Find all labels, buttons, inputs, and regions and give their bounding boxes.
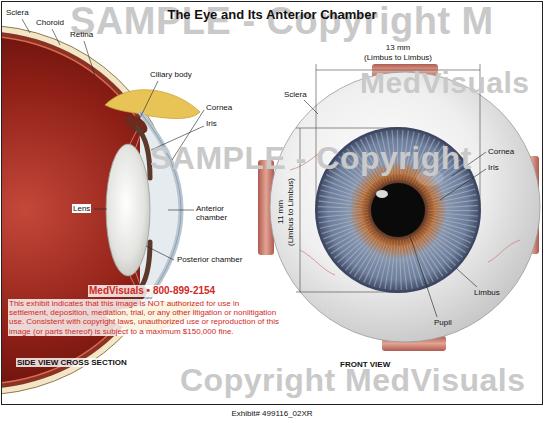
pupil <box>371 183 425 237</box>
part-label: Limbus <box>474 288 500 297</box>
watermark: MedVisuals <box>360 66 530 101</box>
part-label: Iris <box>206 119 217 128</box>
part-label: Retina <box>70 30 93 39</box>
leader-line <box>304 100 318 114</box>
part-label: Iris <box>488 163 499 172</box>
leader-line <box>84 41 95 76</box>
front-view-eye <box>258 64 540 351</box>
eyeball <box>270 72 540 342</box>
extension-line <box>316 64 317 206</box>
part-label: Cornea <box>488 147 514 156</box>
leader-line <box>139 81 158 120</box>
title: The Eye and Its Anterior Chamber <box>167 8 376 23</box>
sclera-layer <box>2 25 175 395</box>
part-label: Pupil <box>434 318 452 327</box>
part-label: Lens <box>72 204 91 213</box>
leader-line <box>94 209 107 210</box>
watermark: SAMPLE - Copyright <box>150 140 472 177</box>
extension-line <box>296 128 398 129</box>
part-label: Choroid <box>36 18 64 27</box>
lens <box>106 144 150 276</box>
contact-line: MedVisuals • 800-899-2154 <box>88 285 216 297</box>
dimension-label: 11 mm <box>276 200 285 224</box>
frame <box>2 2 543 405</box>
dimension-label: (Limbus to Limbus) <box>364 53 432 62</box>
leader-line <box>410 236 437 317</box>
view-caption: SIDE VIEW CROSS SECTION <box>16 358 128 367</box>
leader-lines <box>22 19 486 317</box>
exhibit-number: Exhibit# 499116_02XR <box>231 409 312 418</box>
part-label: Ciliary body <box>150 70 192 79</box>
extension-line <box>296 292 398 293</box>
fat-tissue <box>105 90 200 119</box>
copyright-notice: This exhibit indicates that this image i… <box>8 299 280 336</box>
dimension-label: 13 mm <box>386 43 410 52</box>
part-label: Sclera <box>6 8 29 17</box>
part-label: Sclera <box>284 90 307 99</box>
leader-line <box>168 210 194 211</box>
view-caption: FRONT VIEW <box>340 360 390 369</box>
part-label: Anterior chamber <box>196 204 242 222</box>
ciliary-body <box>121 111 150 137</box>
part-label: Cornea <box>206 103 232 112</box>
highlight <box>376 190 388 198</box>
blood-vessel <box>488 240 520 262</box>
leader-line <box>52 29 60 45</box>
leader-line <box>456 268 477 287</box>
side-view-eye <box>2 25 200 395</box>
part-label: Posterior chamber <box>176 255 243 264</box>
leader-line <box>22 19 30 33</box>
leader-line <box>146 246 174 260</box>
dimension-label: (Limbus to Limbus) <box>286 178 295 246</box>
